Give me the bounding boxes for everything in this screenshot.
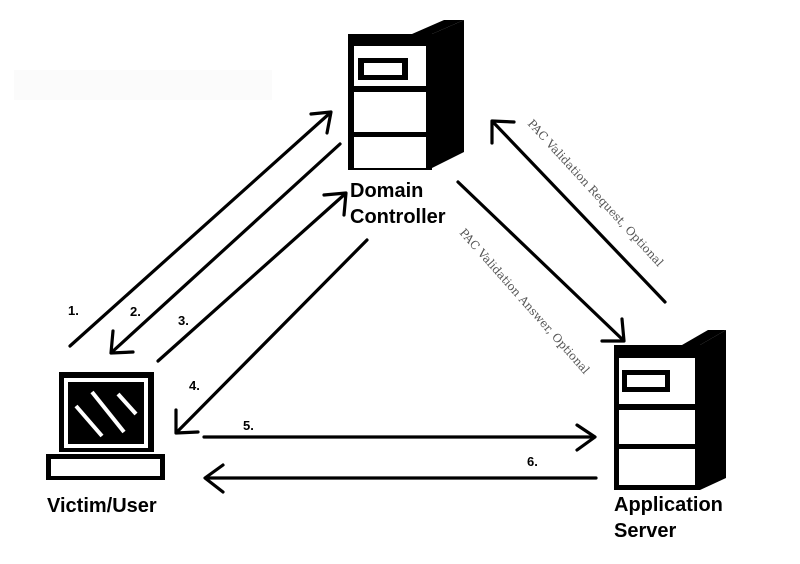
- arrow-step-6: [203, 463, 598, 494]
- victim-computer-icon: [46, 372, 165, 480]
- arrow-step-2: [109, 142, 342, 355]
- step-1-label: 1.: [68, 303, 79, 318]
- arrow-step-1: [68, 110, 333, 348]
- application-server-icon: [614, 330, 726, 490]
- faint-smudge: [14, 70, 272, 100]
- victim-user-label: Victim/User: [47, 495, 157, 517]
- arrow-step-4: [174, 238, 369, 435]
- domain-controller-label-line1: Domain: [350, 180, 423, 202]
- application-server-label-line1: Application: [614, 494, 723, 516]
- step-6-label: 6.: [527, 454, 538, 469]
- arrow-step-3: [156, 191, 348, 363]
- step-3-label: 3.: [178, 313, 189, 328]
- step-5-label: 5.: [243, 418, 254, 433]
- step-4-label: 4.: [189, 378, 200, 393]
- domain-controller-label-line2: Controller: [350, 206, 446, 228]
- arrow-pac-validation-answer: [456, 180, 626, 343]
- domain-controller-server-icon: [348, 20, 464, 170]
- application-server-label-line2: Server: [614, 520, 676, 542]
- step-2-label: 2.: [130, 304, 141, 319]
- pac-validation-answer-label: PAC Validation Answer, Optional: [457, 226, 593, 377]
- pac-validation-request-label: PAC Validation Request, Optional: [525, 117, 667, 270]
- arrow-step-5: [202, 423, 597, 452]
- arrow-pac-validation-request: [490, 119, 667, 304]
